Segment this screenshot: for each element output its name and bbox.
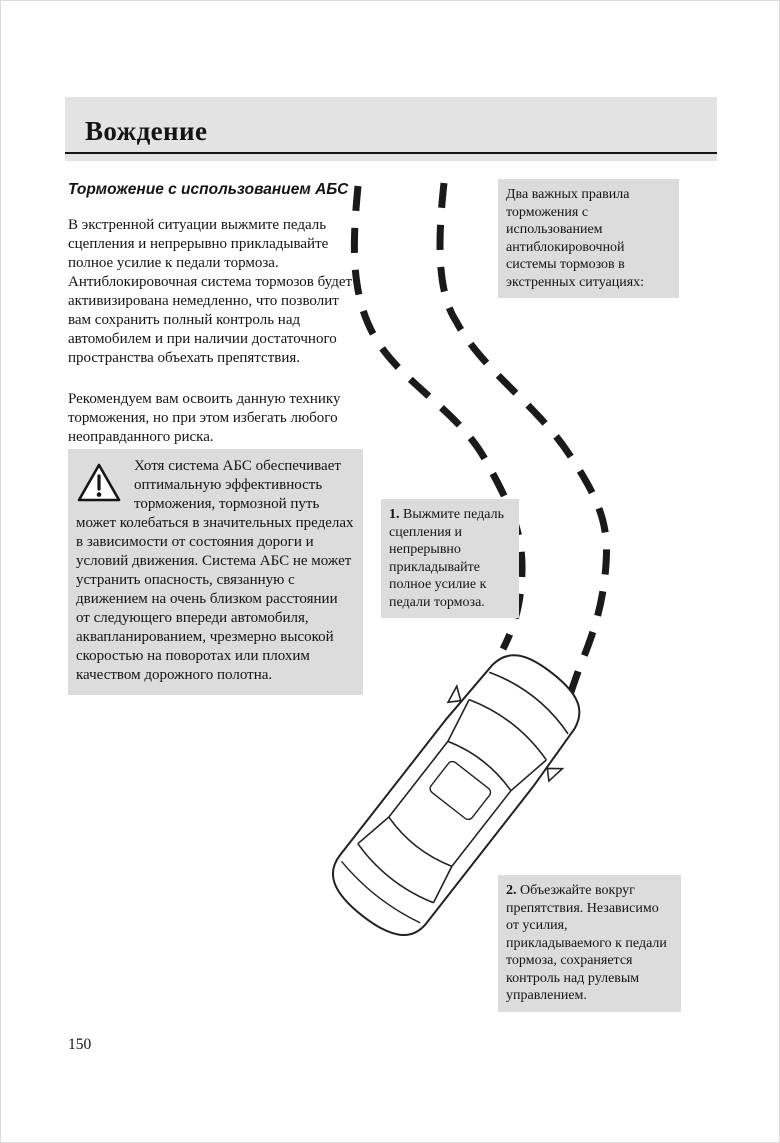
car-top-view bbox=[331, 654, 581, 936]
header-underline bbox=[65, 152, 717, 154]
warning-triangle-icon bbox=[77, 463, 121, 502]
paragraph-abs-intro: В экстренной ситуации выжмите педаль сце… bbox=[68, 217, 353, 366]
callout-step-2: 2. Объезжайте вокруг препятствия. Незави… bbox=[498, 875, 681, 1012]
dashed-path-left bbox=[350, 185, 526, 651]
warning-box: Хотя система АБС обеспечивает оптимальну… bbox=[68, 449, 363, 695]
step-2-text: Объезжайте вокруг препятствия. Независим… bbox=[506, 883, 667, 1003]
step-1-text: Выжмите педаль сцепления и непрерывно пр… bbox=[389, 507, 504, 610]
callout-step-1: 1. Выжмите педаль сцепления и непрерывно… bbox=[381, 499, 519, 618]
car-illustration bbox=[331, 182, 610, 936]
page-number: 150 bbox=[68, 1036, 92, 1053]
dashed-path-right bbox=[436, 182, 610, 710]
section-heading: Торможение с использованием АБС bbox=[68, 181, 349, 198]
page-title: Вождение bbox=[85, 116, 208, 146]
step-2-number: 2. bbox=[506, 883, 517, 898]
paragraph-recommendation: Рекомендуем вам освоить данную технику т… bbox=[68, 391, 341, 445]
callout-rules-intro: Два важных правила торможения с использо… bbox=[498, 179, 679, 298]
warning-text: Хотя система АБС обеспечивает оптимальну… bbox=[76, 458, 354, 683]
step-1-number: 1. bbox=[389, 507, 400, 522]
page-header: Вождение bbox=[65, 97, 717, 161]
